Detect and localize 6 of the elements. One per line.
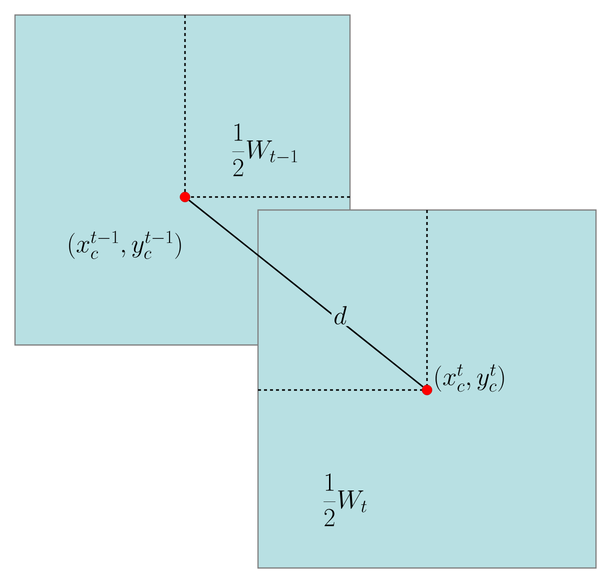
coordinate-label: $(x_c^{t},y_c^{t})$ (436, 364, 504, 392)
line (188, 200, 424, 388)
edge-label: $d$ (332, 304, 349, 326)
width-label: $\frac{1}{2}W_{t}$ (324, 473, 367, 526)
coordinate-label: $(x_c^{t-1},y_c^{t-1})$ (69, 230, 181, 259)
width-label: $\frac{1}{2}W_{t-1}$ (232, 123, 298, 176)
